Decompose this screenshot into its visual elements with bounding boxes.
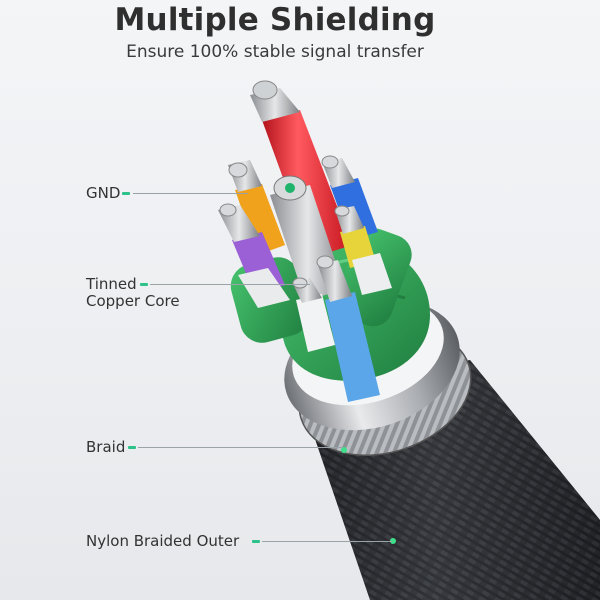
label-nylon-leader-line — [262, 541, 392, 542]
label-braid-marker — [128, 446, 136, 449]
page-title: Multiple Shielding — [114, 2, 436, 38]
label-gnd: GND — [86, 184, 121, 202]
label-gnd-leader-line — [133, 193, 248, 194]
page-subtitle: Ensure 100% stable signal transfer — [126, 42, 424, 62]
label-tinned-marker — [140, 283, 148, 286]
label-braid: Braid — [86, 438, 126, 456]
label-tinned-line2: Copper Core — [86, 292, 180, 310]
label-nylon: Nylon Braided Outer — [86, 532, 240, 550]
label-tinned-line1: Tinned — [86, 275, 137, 293]
label-braid-leader-line — [138, 447, 343, 448]
label-gnd-marker — [122, 192, 130, 195]
label-nylon-marker — [252, 540, 260, 543]
label-tinned-leader-line — [150, 284, 310, 285]
